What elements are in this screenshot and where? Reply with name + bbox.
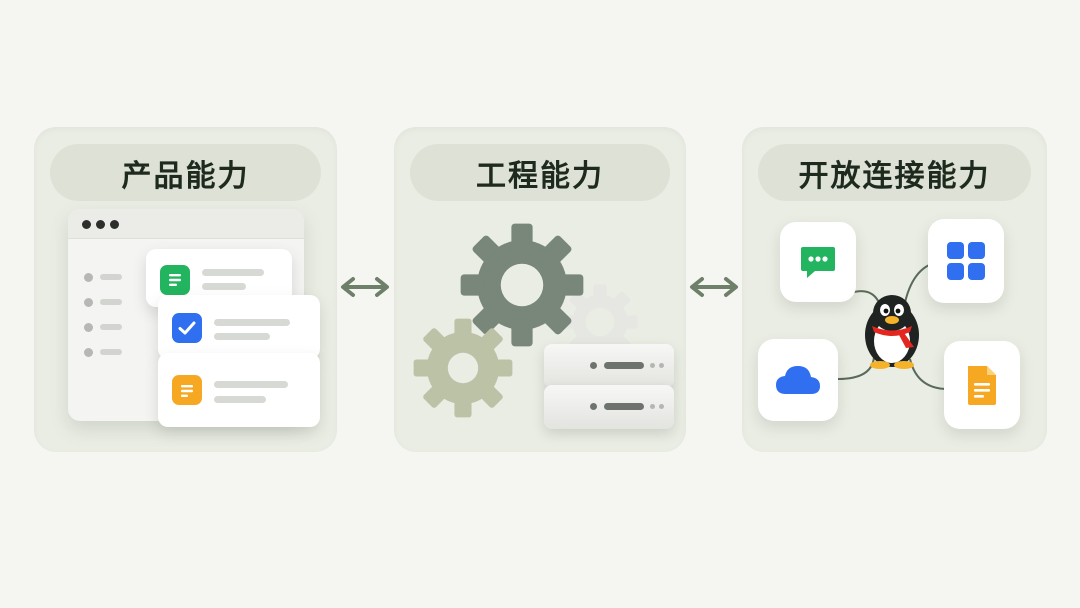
task-card <box>158 295 320 359</box>
server-led <box>590 403 597 410</box>
double-arrow-icon <box>341 277 389 297</box>
window-dot <box>96 220 105 229</box>
card-line <box>214 381 288 388</box>
cloud-icon <box>776 366 820 394</box>
sidebar-line <box>100 274 122 280</box>
product-capability-title: 产品能力 <box>50 144 321 201</box>
sidebar-line <box>100 324 122 330</box>
document-icon <box>968 366 996 405</box>
note-card <box>158 353 320 427</box>
cloud-app-tile <box>758 339 838 421</box>
sidebar-line <box>100 349 122 355</box>
card-line <box>214 319 290 326</box>
server-unit <box>544 344 674 388</box>
card-line <box>202 283 246 290</box>
server-led <box>650 363 655 368</box>
orange-note-icon <box>172 375 202 405</box>
gears-icon <box>413 223 638 418</box>
chat-app-tile <box>780 222 856 302</box>
dark-gear <box>460 223 584 347</box>
engineering-capability-panel: 工程能力 <box>394 127 686 452</box>
open-connectivity-title: 开放连接能力 <box>758 144 1031 201</box>
product-capability-panel: 产品能力 <box>34 127 337 452</box>
server-led <box>659 363 664 368</box>
app-grid-icon <box>947 242 985 280</box>
penguin-icon <box>865 295 919 369</box>
engineering-capability-title: 工程能力 <box>410 144 670 201</box>
sidebar-dot <box>84 298 93 307</box>
card-line <box>214 333 270 340</box>
apps-grid-tile <box>928 219 1004 303</box>
sidebar-dot <box>84 348 93 357</box>
window-title-bar <box>68 209 304 239</box>
server-led <box>659 404 664 409</box>
server-led <box>590 362 597 369</box>
blue-check-icon <box>172 313 202 343</box>
window-dot <box>82 220 91 229</box>
sidebar-dot <box>84 323 93 332</box>
card-line <box>202 269 264 276</box>
window-dot <box>110 220 119 229</box>
double-arrow-icon <box>690 277 738 297</box>
server-unit <box>544 385 674 429</box>
green-doc-icon <box>160 265 190 295</box>
doc-app-tile <box>944 341 1020 429</box>
chat-bubble-icon <box>801 247 835 278</box>
server-led <box>650 404 655 409</box>
card-line <box>214 396 266 403</box>
olive-gear <box>413 318 513 418</box>
sidebar-line <box>100 299 122 305</box>
server-slot <box>604 403 644 410</box>
open-connectivity-panel: 开放连接能力 <box>742 127 1047 452</box>
sidebar-dot <box>84 273 93 282</box>
server-slot <box>604 362 644 369</box>
white-gear <box>562 284 638 360</box>
